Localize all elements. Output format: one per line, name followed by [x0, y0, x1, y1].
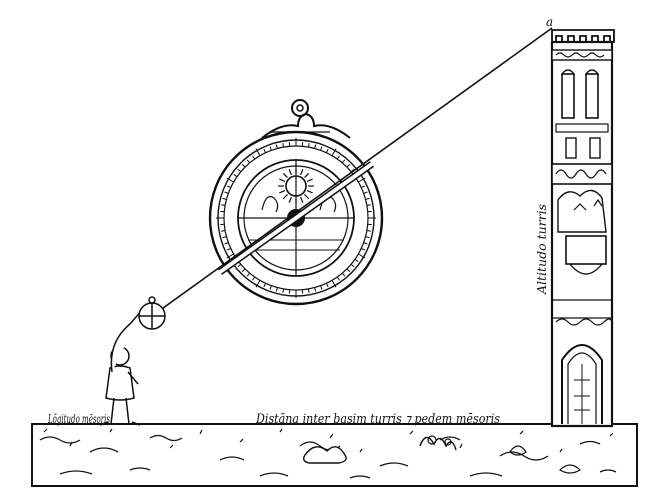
- astrolabe-tick: [346, 163, 351, 168]
- astrolabe-tick: [361, 247, 366, 251]
- astrolabe-tick: [251, 155, 256, 160]
- astrolabe-tick: [282, 143, 284, 148]
- astrolabe-tick: [341, 159, 346, 164]
- astrolabe-tick: [331, 148, 337, 156]
- astrolabe-tick: [366, 230, 371, 232]
- astrolabe-tick: [320, 285, 323, 290]
- observer-height-label: Lõgitudo mēsoris: [47, 412, 110, 426]
- astrolabe-tick: [341, 272, 346, 277]
- astrolabe-tick: [226, 247, 231, 251]
- astrolabe-tick: [314, 144, 317, 149]
- astrolabe-tick: [226, 253, 234, 259]
- point-a-label: a: [546, 15, 553, 29]
- sun-ray: [306, 190, 313, 194]
- astrolabe-tick: [233, 173, 238, 178]
- sun-ray: [288, 169, 292, 176]
- astrolabe-tick: [366, 204, 371, 206]
- sun-ray: [300, 169, 304, 176]
- astrolabe-tick: [358, 253, 366, 259]
- tower: [550, 29, 615, 428]
- astrolabe-tick: [241, 163, 246, 168]
- astrolabe-tick: [251, 276, 256, 281]
- sun-ray: [288, 196, 292, 203]
- astrolabe-tick: [263, 283, 267, 288]
- tower-height-label: Altitudo turris: [535, 204, 549, 295]
- astrolabe-tick: [269, 146, 272, 151]
- astrolabe-tick: [246, 159, 251, 164]
- astrolabe-tick: [226, 177, 234, 183]
- astrolabe-tick: [363, 191, 368, 194]
- astrolabe-tick: [263, 148, 267, 153]
- astrolabe-tick: [336, 276, 341, 281]
- astrolabe-tick: [358, 177, 366, 183]
- astrolabe-tick: [255, 148, 261, 156]
- astrolabe-tick: [346, 268, 351, 273]
- sun-ray: [279, 178, 286, 182]
- astrolabe-tick: [354, 258, 359, 263]
- astrolabe-tick: [226, 185, 231, 189]
- sun-ray: [282, 194, 288, 200]
- sun-ray: [304, 194, 310, 200]
- astrolabe-tick: [224, 191, 229, 194]
- astrolabe-tick: [336, 155, 341, 160]
- astrolabe-tick: [350, 263, 355, 268]
- astrolabe-tick: [308, 143, 310, 148]
- astrolabe-tick: [365, 236, 370, 239]
- sun-ray: [304, 172, 310, 178]
- astrolabe-tick: [222, 197, 227, 200]
- astrolabe-tick: [314, 287, 317, 292]
- astrolabe-tick: [331, 280, 337, 288]
- astrolabe-tick: [325, 283, 329, 288]
- astrolabe-tick: [221, 230, 226, 232]
- astrolabe-tick: [365, 197, 370, 200]
- astrolabe-tick: [222, 236, 227, 239]
- distance-label: Distãna inter basim turris ⁊ pedem mēsor…: [255, 412, 500, 427]
- sun-ray: [306, 178, 313, 182]
- astrolabe-tick: [308, 288, 310, 293]
- astrolabe-tick: [325, 148, 329, 153]
- astrolabe-tick: [237, 168, 242, 173]
- astrolabe-tick: [255, 280, 261, 288]
- astrolabe-tick: [282, 288, 284, 293]
- astrolabe-tick: [275, 287, 278, 292]
- astrolabe-tick: [320, 146, 323, 151]
- astrolabe-tick: [237, 263, 242, 268]
- astrolabe: [208, 99, 384, 306]
- astrolabe-tick: [361, 185, 366, 189]
- ground: [31, 423, 638, 487]
- sun-ray: [282, 172, 288, 178]
- astrolabe-tick: [350, 168, 355, 173]
- astrolabe-tick: [275, 144, 278, 149]
- astrolabe-tick: [221, 204, 226, 206]
- astrolabe-tick: [224, 242, 229, 245]
- sun-ray: [279, 190, 286, 194]
- observer-figure: [99, 296, 166, 426]
- astrolabe-tick: [246, 272, 251, 277]
- sun-ray: [300, 196, 304, 203]
- astrolabe-tick: [363, 242, 368, 245]
- astrolabe-tick: [269, 285, 272, 290]
- astrolabe-tick: [241, 268, 246, 273]
